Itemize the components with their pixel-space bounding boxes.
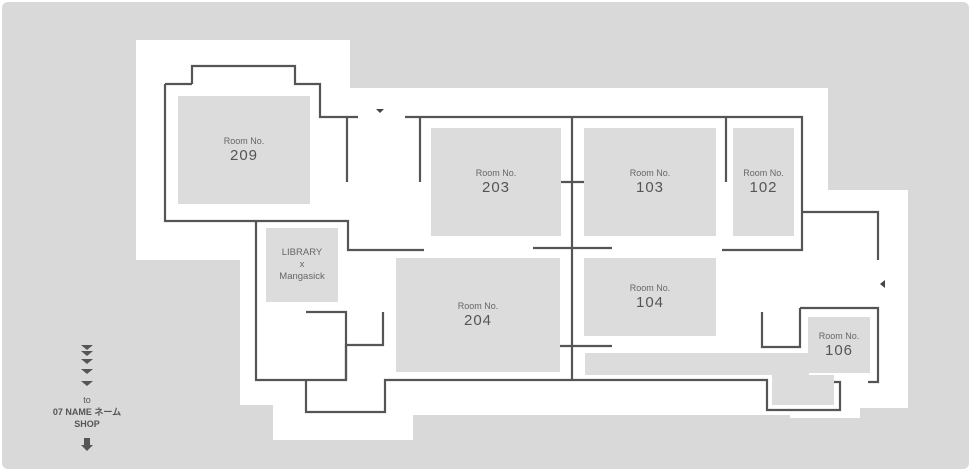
room-label: Room No. bbox=[475, 168, 517, 178]
chevron-stack-icon bbox=[32, 345, 142, 386]
room-number: 204 bbox=[463, 312, 493, 329]
room-label: Room No. bbox=[743, 168, 784, 178]
room-number: 203 bbox=[481, 179, 511, 196]
room-number: 106 bbox=[824, 342, 854, 359]
room-204[interactable]: Room No. 204 bbox=[396, 258, 560, 372]
room-number: 102 bbox=[749, 179, 778, 196]
library-mangasick[interactable]: LIBRARY x Mangasick bbox=[266, 228, 338, 302]
entrance-arrow-left-icon bbox=[880, 280, 885, 288]
room-number: 103 bbox=[635, 179, 665, 196]
room-number: 209 bbox=[229, 147, 259, 164]
walls bbox=[163, 64, 880, 414]
room-203[interactable]: Room No. 203 bbox=[431, 128, 561, 236]
library-line1: LIBRARY bbox=[281, 247, 323, 258]
room-103[interactable]: Room No. 103 bbox=[584, 128, 716, 236]
room-label: Room No. bbox=[457, 301, 499, 311]
room-104[interactable]: Room No. 104 bbox=[584, 258, 716, 336]
room-number: 104 bbox=[635, 294, 665, 311]
entrance-arrow-down-icon bbox=[376, 109, 384, 113]
exit-destination: 07 NAME ネーム bbox=[52, 407, 122, 417]
library-line2: x bbox=[299, 259, 305, 270]
room-label: Room No. bbox=[629, 283, 671, 293]
room-label: Room No. bbox=[223, 136, 265, 146]
room-label: Room No. bbox=[818, 331, 860, 341]
library-line3: Mangasick bbox=[279, 271, 325, 282]
corridor-strip-lower bbox=[772, 375, 834, 405]
exit-guide: to 07 NAME ネーム SHOP bbox=[32, 345, 142, 452]
room-106[interactable]: Room No. 106 bbox=[808, 317, 870, 373]
exit-to: to bbox=[83, 395, 91, 405]
room-label: Room No. bbox=[629, 168, 671, 178]
room-209[interactable]: Room No. 209 bbox=[178, 96, 310, 204]
corridor-strip bbox=[585, 353, 809, 375]
exit-shop: SHOP bbox=[74, 419, 100, 429]
down-arrow-icon bbox=[81, 438, 93, 452]
room-102[interactable]: Room No. 102 bbox=[733, 128, 794, 236]
